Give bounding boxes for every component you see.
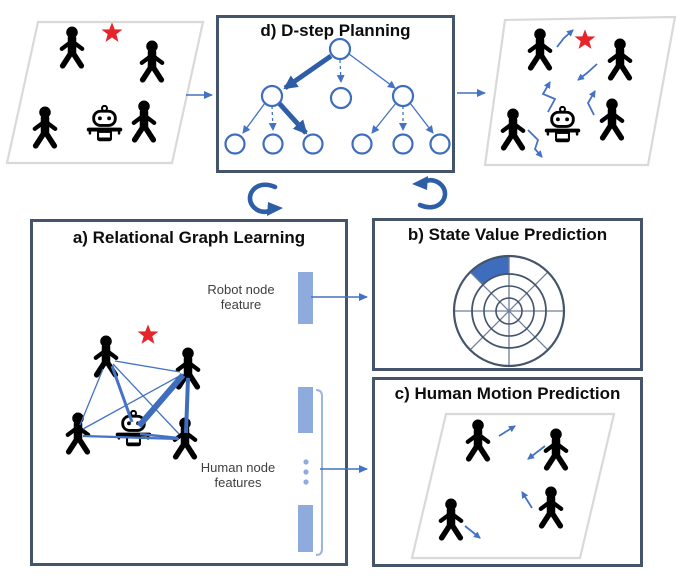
selected-value-sector <box>470 256 509 285</box>
panel-title-value-prediction: b) State Value Prediction <box>407 225 608 244</box>
value-prediction-panel: b) State Value Prediction <box>372 218 643 371</box>
graph-edges <box>79 360 190 441</box>
motion-arrow-icon <box>527 29 598 158</box>
human-feature-rect <box>298 387 313 433</box>
scene-parallelogram <box>483 15 677 167</box>
tree-edges <box>242 53 434 135</box>
human-feature-rect <box>298 505 313 552</box>
motion-prediction-panel: c) Human Motion Prediction <box>372 377 643 567</box>
planning-tree <box>224 37 451 155</box>
cycle-arrows <box>247 176 448 216</box>
human-feature-label: Human node features <box>200 460 276 491</box>
value-wheel <box>452 254 566 368</box>
feature-group-bracket <box>315 389 323 556</box>
motion-scene <box>410 412 616 560</box>
person-icon <box>68 412 88 451</box>
scene-initial-state <box>5 20 205 165</box>
robot-feature-label: Robot node feature <box>207 282 275 313</box>
panel-title-graph-learning: a) Relational Graph Learning <box>72 228 306 247</box>
panel-title-planning: d) D-step Planning <box>260 21 411 40</box>
cycle-arrow-icon <box>247 182 283 216</box>
scene-planned-outcome <box>483 15 677 167</box>
panel-title-motion-prediction: c) Human Motion Prediction <box>394 384 621 403</box>
relational-graph <box>33 272 323 556</box>
star-icon <box>137 324 159 344</box>
feature-vectors <box>298 272 323 556</box>
motion-arrow-icon <box>464 425 546 539</box>
planning-panel: d) D-step Planning <box>216 15 455 173</box>
cycle-arrow-icon <box>412 176 448 210</box>
wheel-rings <box>452 254 566 368</box>
graph-learning-panel: Robot node feature Human node features a… <box>30 219 348 566</box>
tree-nodes <box>224 37 451 155</box>
robot-feature-rect <box>298 272 313 324</box>
vertical-ellipsis-icon <box>303 459 309 485</box>
